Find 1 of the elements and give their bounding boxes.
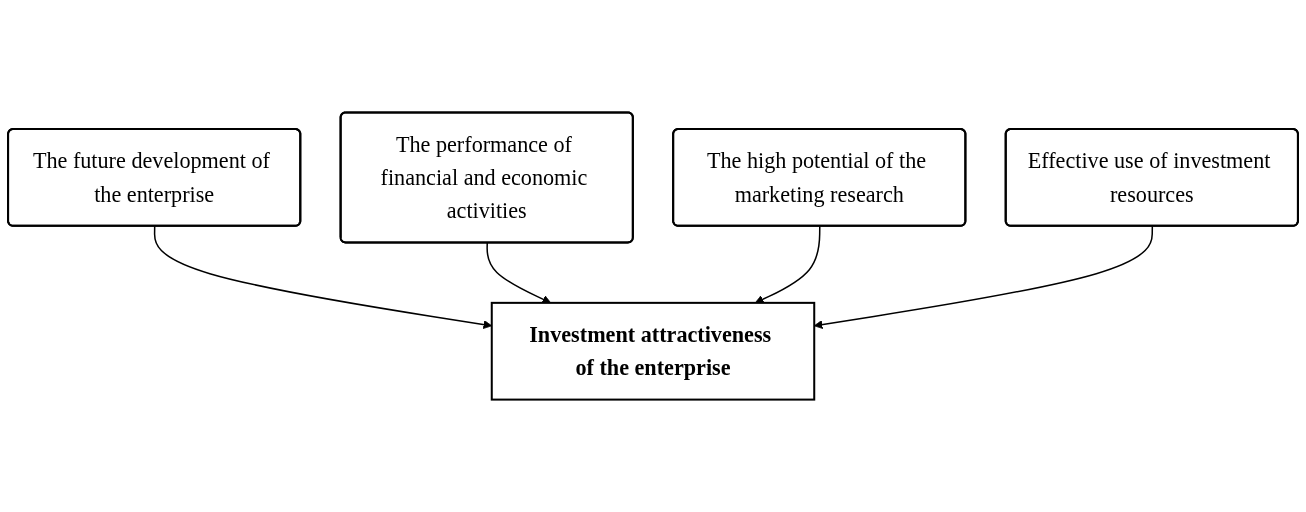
node-box: Investment attractiveness of the enterprise [490,301,816,401]
